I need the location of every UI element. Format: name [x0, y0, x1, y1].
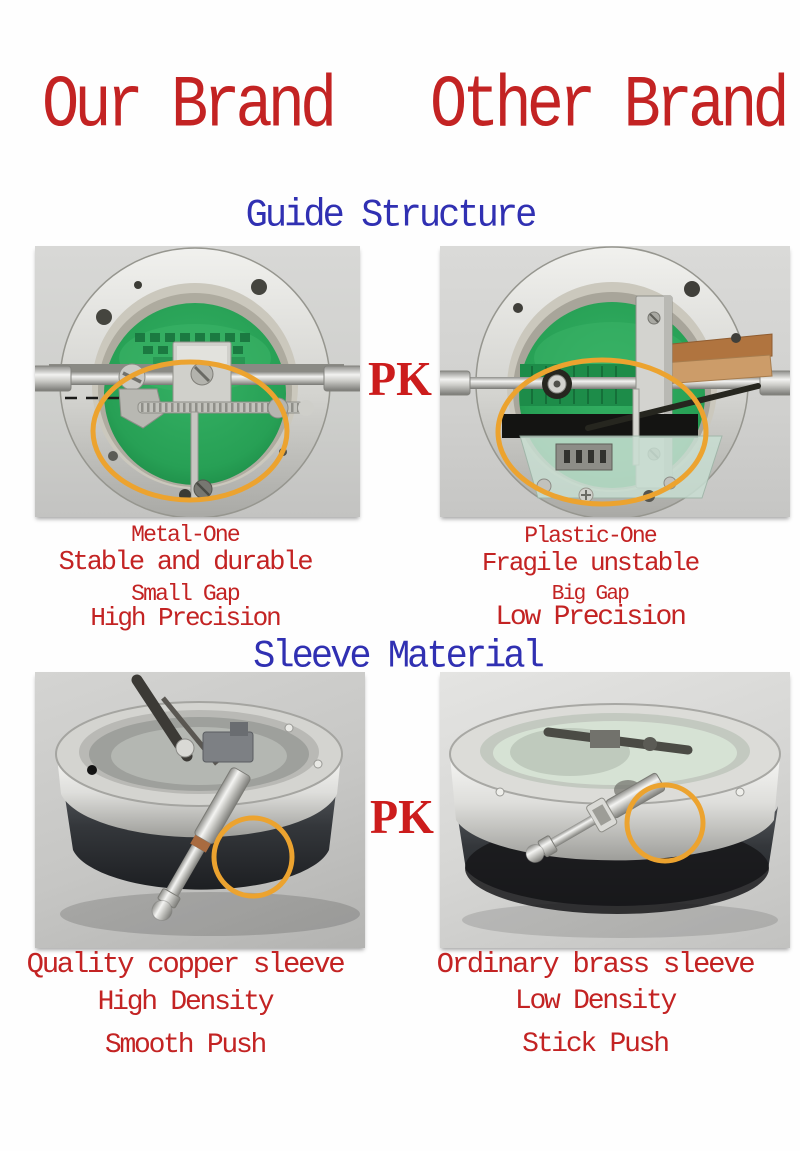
highlight-ellipse: [90, 359, 290, 503]
photo-sleeve-our-brand: [35, 672, 365, 948]
caption-guide-left-2: Stable and durable: [58, 548, 314, 578]
caption-guide-right-4: Low Precision: [495, 602, 687, 633]
photo-guide-other-brand: [440, 246, 790, 517]
title-our-brand: Our Brand: [42, 64, 337, 148]
caption-sleeve-right-3: Stick Push: [522, 1029, 670, 1060]
photo-guide-our-brand: [35, 246, 360, 517]
caption-sleeve-right-2: Low Density: [514, 986, 677, 1017]
photo-sleeve-other-brand: [440, 672, 790, 948]
caption-sleeve-right-1: Ordinary brass sleeve: [436, 948, 756, 981]
silver-housing-band: [57, 756, 341, 838]
caption-guide-left-1: Metal-One: [131, 522, 241, 548]
plunger-spindle: [151, 767, 251, 921]
caption-guide-left-3: Small Gap: [131, 581, 241, 607]
caption-guide-left-4: High Precision: [90, 603, 281, 633]
pk-versus-label-sleeve: PK: [370, 789, 434, 844]
section-header-sleeve-material: Sleeve Material: [253, 634, 545, 679]
caption-guide-right-3: Big Gap: [551, 583, 630, 606]
copper-sleeve-ring: [190, 834, 211, 853]
title-other-brand: Other Brand: [430, 64, 790, 148]
caption-sleeve-left-2: High Density: [97, 987, 275, 1018]
dial-indicator-brass-sleeve: [449, 703, 781, 938]
dial-indicator-back-metal-guide: [35, 247, 360, 517]
caption-guide-right-2: Fragile unstable: [481, 548, 700, 578]
caption-sleeve-left-3: Smooth Push: [104, 1030, 267, 1061]
section-header-guide-structure: Guide Structure: [245, 193, 538, 238]
caption-guide-right-1: Plastic-One: [524, 523, 657, 549]
caption-sleeve-left-1: Quality copper sleeve: [26, 948, 346, 981]
highlight-circle: [211, 815, 295, 899]
dial-indicator-copper-sleeve: [55, 674, 360, 936]
pk-versus-label-guide: PK: [368, 351, 432, 406]
mechanism-block: [202, 731, 254, 763]
highlight-circle: [624, 782, 706, 864]
highlight-ellipse: [495, 357, 709, 507]
hairspring-rod: [585, 383, 761, 431]
dial-indicator-back-plastic-guide: [440, 246, 790, 517]
